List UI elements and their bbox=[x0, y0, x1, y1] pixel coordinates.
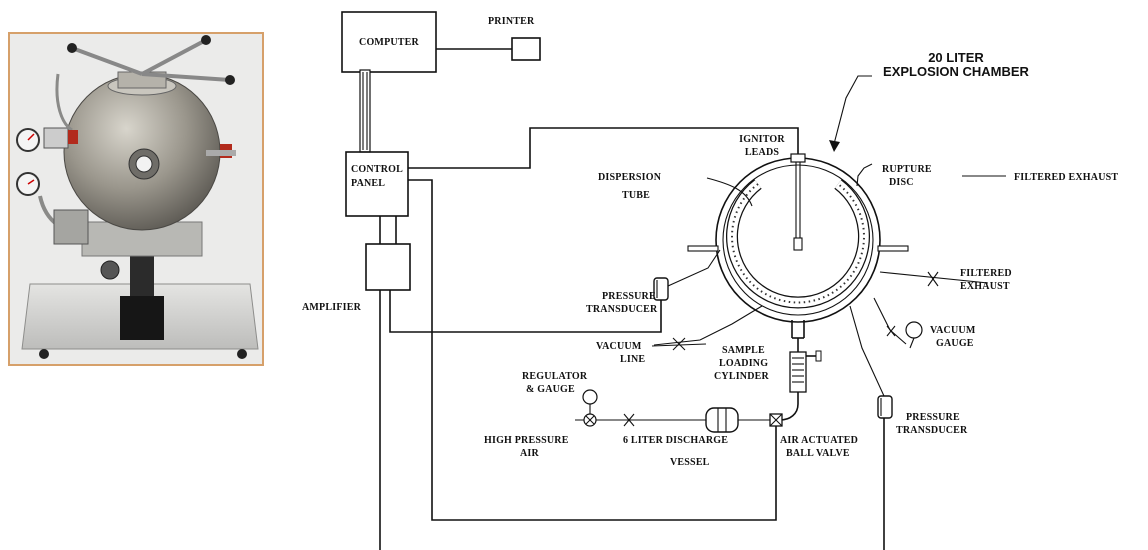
pressure-transducer-right-label-line1: PRESSURE bbox=[906, 412, 960, 423]
dispersion-tube-label-line2: TUBE bbox=[622, 190, 650, 201]
ignitor-tip bbox=[794, 238, 802, 250]
rupture-disc-label-line1: RUPTURE bbox=[882, 164, 932, 175]
sample-loading-label-line2: LOADING bbox=[719, 358, 768, 369]
chamber-title-leader bbox=[834, 76, 872, 144]
wire-ball-valve bbox=[408, 180, 776, 520]
control-panel-label-line2: PANEL bbox=[351, 178, 385, 189]
printer-box bbox=[512, 38, 540, 60]
chamber-title-line2: EXPLOSION CHAMBER bbox=[883, 64, 1030, 79]
control-panel-label-line1: CONTROL bbox=[351, 164, 403, 175]
computer-label: COMPUTER bbox=[359, 37, 420, 48]
high-pressure-air-label-line1: HIGH PRESSURE bbox=[484, 435, 569, 446]
vacuum-gauge-label-line2: GAUGE bbox=[936, 338, 974, 349]
ignitor-leads-label-line2: LEADS bbox=[745, 147, 780, 158]
ignitor-cap bbox=[791, 154, 805, 162]
high-pressure-air-label-line2: AIR bbox=[520, 448, 540, 459]
ball-valve-label-line2: BALL VALVE bbox=[786, 448, 850, 459]
printer-label: PRINTER bbox=[488, 16, 535, 27]
sample-loading-label-line1: SAMPLE bbox=[722, 345, 765, 356]
pressure-transducer-left-label-line2: TRANSDUCER bbox=[586, 304, 658, 315]
discharge-vessel-label-line2: VESSEL bbox=[670, 457, 710, 468]
pressure-transducer-right bbox=[878, 396, 892, 418]
amplifier-box bbox=[366, 244, 410, 290]
sample-loading-label-line3: CYLINDER bbox=[714, 371, 770, 382]
ignitor-leads-label-line1: IGNITOR bbox=[739, 134, 785, 145]
filtered-exhaust-side-label-line2: EXHAUST bbox=[960, 281, 1010, 292]
vacuum-gauge-label-line1: VACUUM bbox=[930, 325, 976, 336]
discharge-vessel bbox=[706, 408, 738, 432]
regulator-label-line1: REGULATOR bbox=[522, 371, 588, 382]
vacuum-gauge bbox=[906, 322, 922, 338]
amplifier-label: AMPLIFIER bbox=[302, 302, 362, 313]
chamber-title-line1: 20 LITER bbox=[928, 50, 984, 65]
vacuum-line-label-line1: VACUUM bbox=[596, 341, 642, 352]
dispersion-tube-label-line1: DISPERSION bbox=[598, 172, 662, 183]
vacuum-line bbox=[654, 306, 762, 345]
regulator-label-line2: & GAUGE bbox=[526, 384, 575, 395]
ribbon-cable bbox=[360, 70, 370, 152]
pressure-transducer-left-label-line1: PRESSURE bbox=[602, 291, 656, 302]
regulator-gauge bbox=[583, 390, 597, 404]
ball-valve-label-line1: AIR ACTUATED bbox=[780, 435, 858, 446]
filtered-exhaust-side-label-line1: FILTERED bbox=[960, 268, 1012, 279]
filtered-exhaust-top-label: FILTERED EXHAUST bbox=[1014, 172, 1118, 183]
vacuum-line-label-line2: LINE bbox=[620, 354, 645, 365]
discharge-vessel-label-line1: 6 LITER DISCHARGE bbox=[623, 435, 728, 446]
pressure-transducer-left bbox=[654, 278, 668, 300]
pressure-transducer-right-label-line2: TRANSDUCER bbox=[896, 425, 968, 436]
rupture-disc-label-line2: DISC bbox=[889, 177, 914, 188]
